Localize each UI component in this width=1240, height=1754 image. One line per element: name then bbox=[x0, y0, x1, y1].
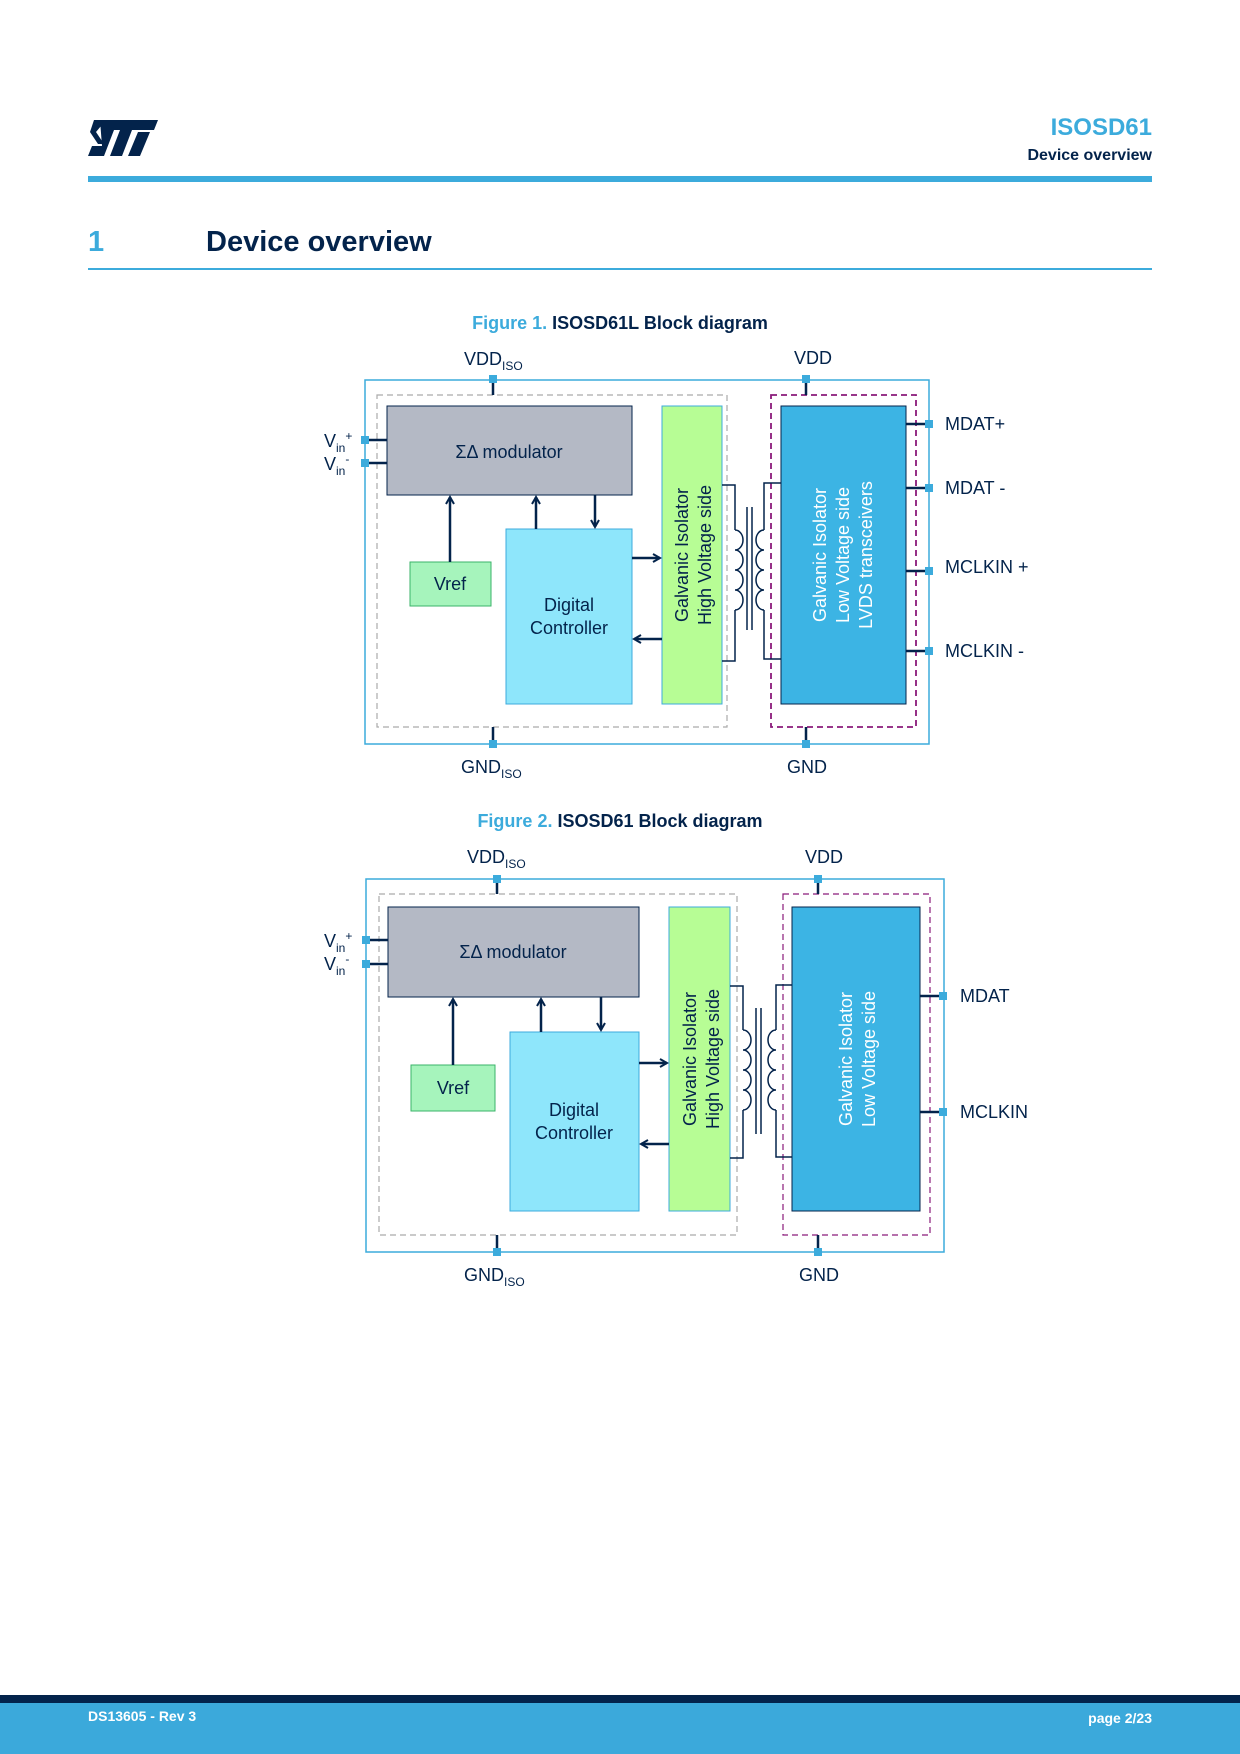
section-title: Device overview bbox=[206, 226, 432, 258]
pin-gnd-iso-label: GNDISO bbox=[461, 757, 522, 781]
modulator-block bbox=[387, 906, 640, 998]
pin-gnd-label: GND bbox=[787, 757, 827, 777]
controller-block bbox=[509, 1031, 640, 1212]
pin-vin-plus bbox=[362, 936, 370, 944]
figure-1-label: Figure 1. bbox=[472, 313, 548, 333]
pin-vdd-iso-label: VDDISO bbox=[464, 349, 523, 373]
figure-2-title: ISOSD61 Block diagram bbox=[557, 811, 763, 831]
output-mdat-plus-label: MDAT+ bbox=[945, 414, 1005, 434]
pin-vdd-iso-label: VDDISO bbox=[467, 847, 526, 871]
pin-gnd-iso bbox=[493, 1248, 501, 1256]
pin-mclkin-plus bbox=[925, 567, 933, 575]
pin-mclkin-minus bbox=[925, 647, 933, 655]
modulator-label: ΣΔ modulator bbox=[455, 442, 562, 462]
output-mclkin-plus-label: MCLKIN + bbox=[945, 557, 1029, 577]
input-vin-minus-label: Vin- bbox=[324, 952, 349, 978]
pin-mclkin bbox=[939, 1108, 947, 1116]
header-section: Device overview bbox=[1027, 147, 1152, 164]
footer-bar bbox=[0, 1703, 1240, 1754]
pin-gnd-iso bbox=[489, 740, 497, 748]
lv-domain-outline bbox=[770, 394, 917, 728]
controller-block bbox=[505, 528, 633, 705]
figure-1-caption: Figure 1. ISOSD61L Block diagram bbox=[0, 313, 1240, 334]
hv-isolator-block bbox=[661, 405, 723, 705]
figure-1-title: ISOSD61L Block diagram bbox=[552, 313, 768, 333]
lv-isolator-block bbox=[780, 405, 907, 705]
pin-vdd-iso bbox=[489, 375, 497, 383]
pin-vdd-label: VDD bbox=[794, 348, 832, 368]
footer-divider bbox=[0, 1695, 1240, 1703]
transformer-icon bbox=[722, 482, 781, 662]
output-mclkin-minus-label: MCLKIN - bbox=[945, 641, 1024, 661]
header-product: ISOSD61 bbox=[1050, 114, 1152, 141]
output-mdat-label: MDAT bbox=[960, 986, 1010, 1006]
package-outline bbox=[365, 878, 945, 1253]
package-outline bbox=[364, 379, 930, 745]
pin-mdat-minus bbox=[925, 484, 933, 492]
output-mclkin-label: MCLKIN bbox=[960, 1102, 1028, 1122]
footer-page-number: page 2/23 bbox=[1088, 1710, 1152, 1726]
modulator-block bbox=[386, 405, 633, 496]
pin-gnd bbox=[802, 740, 810, 748]
pin-vdd bbox=[814, 875, 822, 883]
pin-mdat-plus bbox=[925, 420, 933, 428]
vref-block bbox=[409, 561, 492, 607]
vref-label: Vref bbox=[437, 1078, 470, 1098]
modulator-label: ΣΔ modulator bbox=[459, 942, 566, 962]
pin-gnd-iso-label: GNDISO bbox=[464, 1265, 525, 1289]
section-divider bbox=[88, 268, 1152, 270]
header-divider bbox=[88, 176, 1152, 182]
vref-label: Vref bbox=[434, 574, 467, 594]
hv-domain-outline bbox=[376, 394, 728, 728]
pin-vin-minus bbox=[361, 459, 369, 467]
output-mdat-minus-label: MDAT - bbox=[945, 478, 1005, 498]
figure-2-caption: Figure 2. ISOSD61 Block diagram bbox=[0, 811, 1240, 832]
figure-1-diagram: VDDISO VDD GNDISO GND Vin+ Vin- ΣΔ modul… bbox=[324, 348, 1029, 781]
footer-doc-id: DS13605 - Rev 3 bbox=[88, 1708, 197, 1724]
input-vin-plus-label: Vin+ bbox=[324, 929, 352, 955]
hv-isolator-block bbox=[668, 906, 731, 1212]
pin-vdd-label: VDD bbox=[805, 847, 843, 867]
section-number: 1 bbox=[88, 226, 105, 258]
figure-2-diagram: VDDISO VDD GNDISO GND Vin+ Vin- ΣΔ modul… bbox=[324, 847, 1028, 1289]
pin-vdd bbox=[802, 375, 810, 383]
pin-vin-plus bbox=[361, 436, 369, 444]
figure-2-label: Figure 2. bbox=[477, 811, 553, 831]
pin-gnd-label: GND bbox=[799, 1265, 839, 1285]
pin-vin-minus bbox=[362, 960, 370, 968]
input-vin-minus-label: Vin- bbox=[324, 452, 349, 478]
pin-gnd bbox=[814, 1248, 822, 1256]
input-vin-plus-label: Vin+ bbox=[324, 429, 352, 455]
transformer-icon bbox=[730, 984, 792, 1159]
st-logo-icon bbox=[88, 120, 158, 156]
lv-domain-outline bbox=[782, 893, 931, 1236]
pin-mdat bbox=[939, 992, 947, 1000]
lv-isolator-block bbox=[791, 906, 921, 1212]
pin-vdd-iso bbox=[493, 875, 501, 883]
